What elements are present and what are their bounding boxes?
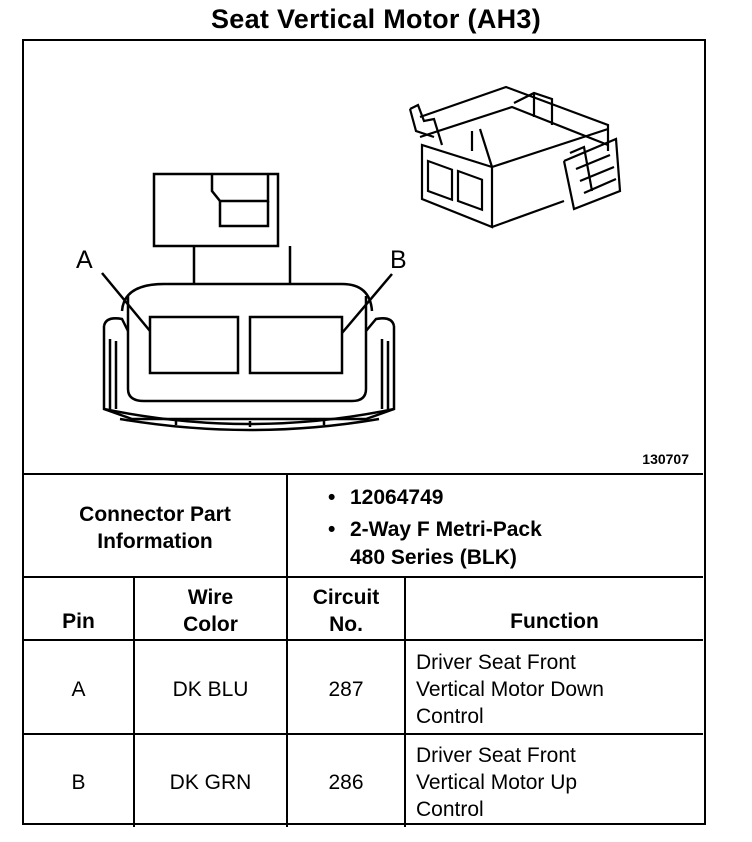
function-line: Driver Seat Front [416,744,576,767]
list-item: • 2-Way F Metri-Pack 480 Series (BLK) [328,516,542,572]
connector-frame: A B 130707 Connector Part Information • … [22,39,706,827]
header-line: Circuit [312,586,380,609]
header-function: Function [510,610,599,633]
divider [133,578,135,827]
connector-drawing [101,85,622,432]
list-item: • 12064749 [328,484,542,512]
divider [24,639,703,641]
connector-info-label-line: Information [97,530,213,553]
figure-id: 130707 [642,451,689,467]
header-wire-color: Wire Color [135,584,286,638]
bullet-icon: • [328,486,336,509]
connector-illustration: A B 130707 [24,41,703,475]
connector-info-list: • 12064749 • 2-Way F Metri-Pack 480 Seri… [328,484,542,572]
header-line: Wire [187,586,234,609]
header-line: No. [329,613,363,636]
divider [286,475,288,578]
divider [24,473,703,475]
bullet-icon: • [328,518,336,541]
connector-type-line: 2-Way F Metri-Pack [350,518,542,541]
row-a-wire-color: DK BLU [172,678,249,701]
divider [286,578,288,827]
row-b-circuit: 286 [328,771,364,794]
function-line: Vertical Motor Up [416,771,578,794]
connector-info-label-line: Connector Part [79,503,231,526]
page-title: Seat Vertical Motor (AH3) [210,4,542,34]
row-b-wire-color: DK GRN [169,771,252,794]
part-number: 12064749 [350,486,444,509]
pin-a-callout: A [76,246,93,274]
divider [24,733,703,735]
divider [404,578,406,827]
function-line: Control [416,798,484,821]
header-circuit-no: Circuit No. [288,584,404,638]
row-a-circuit: 287 [328,678,364,701]
divider [24,576,703,578]
function-line: Driver Seat Front [416,651,576,674]
connector-type: 2-Way F Metri-Pack 480 Series (BLK) [350,516,542,572]
function-line: Vertical Motor Down [416,678,604,701]
connector-info-label: Connector Part Information [24,501,286,555]
connector-type-line: 480 Series (BLK) [350,546,517,569]
row-b-function: Driver Seat Front Vertical Motor Up Cont… [416,742,577,823]
header-line: Color [183,613,238,636]
row-a-pin: A [71,678,86,701]
header-pin: Pin [62,610,95,633]
row-a-function: Driver Seat Front Vertical Motor Down Co… [416,649,604,730]
function-line: Control [416,705,484,728]
row-b-pin: B [71,771,86,794]
pin-b-callout: B [390,246,407,274]
